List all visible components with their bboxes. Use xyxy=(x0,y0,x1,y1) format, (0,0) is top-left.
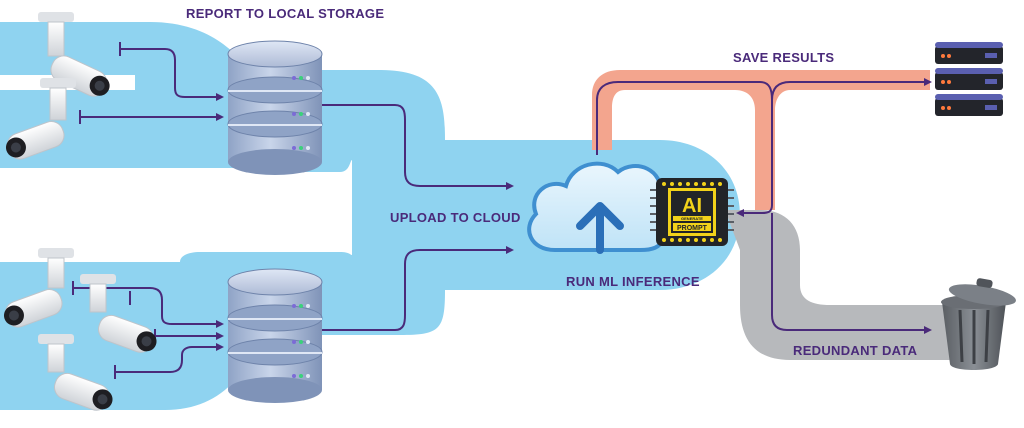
database-icon xyxy=(227,268,323,403)
label-save-results: SAVE RESULTS xyxy=(733,50,834,65)
chip-main-text: AI xyxy=(682,195,702,217)
security-camera-icon xyxy=(38,334,113,411)
label-upload-to-cloud: UPLOAD TO CLOUD xyxy=(390,210,521,225)
security-camera-icon xyxy=(3,248,74,328)
label-redundant-data: REDUNDANT DATA xyxy=(793,343,918,358)
trash-can-icon xyxy=(941,278,1016,370)
flow-background xyxy=(0,22,740,410)
label-report-local-storage: REPORT TO LOCAL STORAGE xyxy=(186,6,384,21)
chip-line2-text: PROMPT xyxy=(677,225,708,232)
chip-line1-text: GENERATE xyxy=(681,216,703,221)
flow-arrows xyxy=(72,42,932,379)
server-rack-icon xyxy=(935,42,1003,116)
security-camera-icon xyxy=(5,78,76,160)
save-results-path-band xyxy=(592,70,930,210)
security-camera-icon xyxy=(38,12,110,97)
redundant-path-band xyxy=(725,210,950,360)
security-camera-icon xyxy=(80,274,157,353)
database-icon xyxy=(227,40,323,175)
ai-chip-icon: AI GENERATE PROMPT xyxy=(650,178,734,246)
label-run-ml-inference: RUN ML INFERENCE xyxy=(566,274,700,289)
